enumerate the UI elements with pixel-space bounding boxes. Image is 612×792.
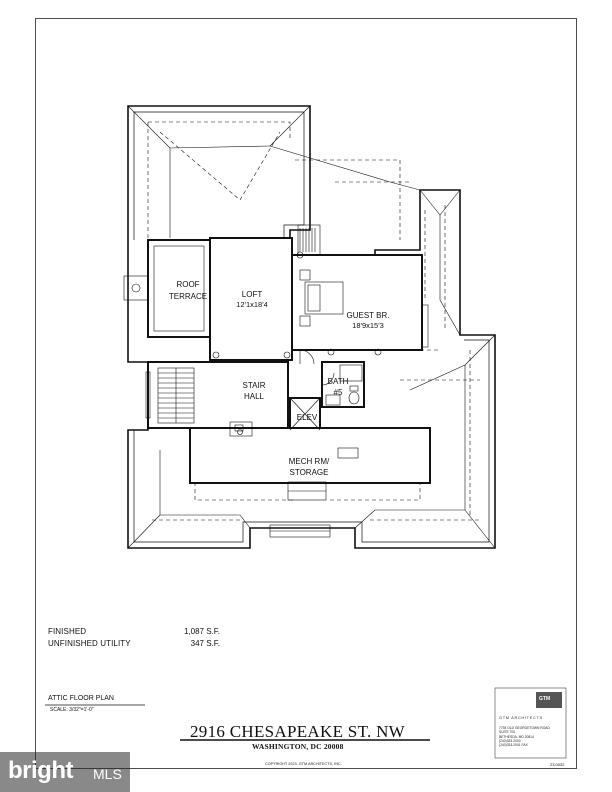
roof-hip-lines	[127, 105, 496, 549]
elevator-label: ELEV	[297, 413, 318, 422]
plan-scale: SCALE: 3/32"=1'-0"	[50, 707, 94, 713]
project-city: WASHINGTON, DC 20008	[252, 742, 344, 751]
firm-address-line: (240)333-2001 FAX	[499, 743, 528, 748]
sheet-number: 23.0032	[550, 762, 565, 767]
roof-terrace-label-1: ROOF	[176, 280, 199, 289]
watermark-badge	[0, 752, 130, 792]
loft-label: LOFT	[242, 290, 263, 299]
guest-br-label: GUEST BR.	[347, 311, 390, 320]
firm-address: 7735 OLD GEORGETOWN ROAD SUITE 700 BETHE…	[499, 726, 550, 747]
project-address: 2916 CHESAPEAKE ST. NW	[190, 722, 406, 741]
firm-name: GTM ARCHITECTS	[499, 715, 543, 720]
bath-label-2: #5	[334, 388, 343, 397]
sheet-border	[35, 18, 577, 769]
unfinished-label: UNFINISHED UTILITY	[48, 639, 131, 648]
copyright: COPYRIGHT 2023, GTM ARCHITECTS, INC.	[265, 762, 342, 766]
firm-address-line: (240)333-2000	[499, 738, 521, 743]
interior-details	[123, 224, 429, 538]
plan-title: ATTIC FLOOR PLAN	[48, 695, 114, 702]
firm-address-line: 7735 OLD GEORGETOWN ROAD	[499, 726, 550, 730]
finished-label: FINISHED	[48, 627, 87, 636]
firm-address-line: SUITE 700	[499, 730, 516, 735]
stair-hall-label-1: STAIR	[243, 381, 266, 390]
firm-logo-text: GTM	[539, 696, 551, 702]
watermark-suffix: MLS	[93, 766, 122, 782]
attic-walls	[147, 237, 431, 484]
bath-label-1: BATH	[328, 377, 349, 386]
finished-value: 1,087 S.F.	[183, 627, 220, 636]
unfinished-value: 347 S.F.	[190, 639, 220, 648]
roof-terrace-label-2: TERRACE	[169, 292, 207, 301]
room-labels: ROOF TERRACE LOFT 12'1x18'4 GUEST BR. 18…	[169, 280, 390, 477]
guest-br-dimensions: 18'9x15'3	[352, 321, 384, 330]
title-rules	[45, 704, 430, 741]
loft-dimensions: 12'1x18'4	[236, 300, 268, 309]
firm-address-line: BETHESDA, MD 20814	[499, 734, 534, 739]
firm-logo-mark	[536, 692, 562, 708]
mech-label-2: STORAGE	[290, 468, 329, 477]
mech-label-1: MECH RM/	[289, 457, 330, 466]
stair-hall-label-2: HALL	[244, 392, 265, 401]
watermark-brand: bright	[8, 757, 73, 784]
